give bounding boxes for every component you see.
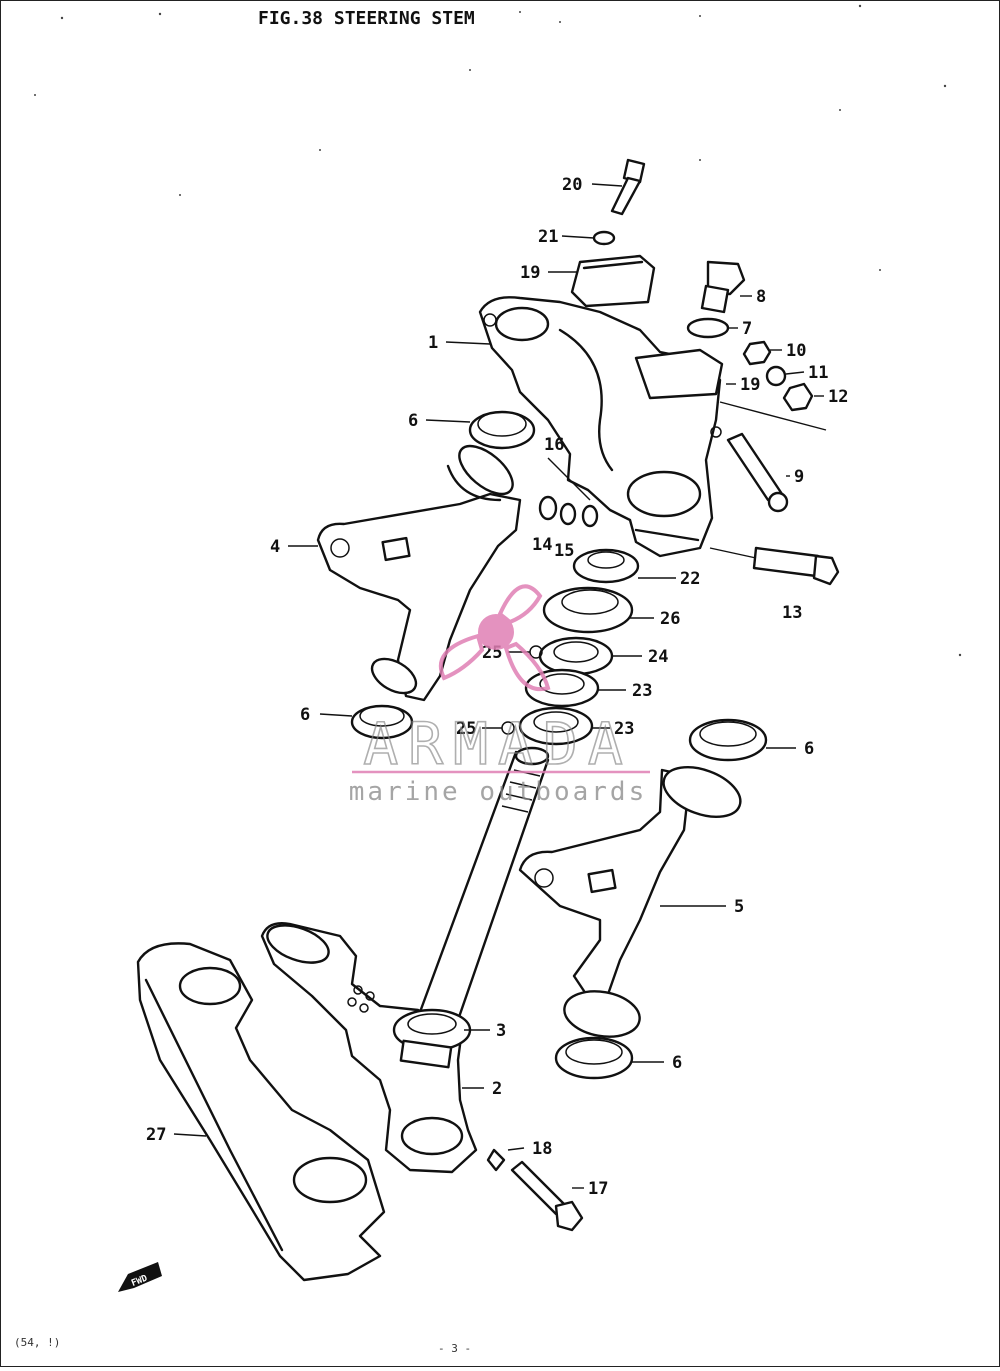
label-19-lower: 19 [740, 375, 760, 395]
label-13: 13 [782, 603, 802, 623]
page-code: (54, !) [14, 1336, 60, 1349]
label-10: 10 [786, 341, 806, 361]
parts-10-11-12-nuts [742, 340, 814, 412]
label-6-lower-right: 6 [672, 1053, 682, 1073]
watermark-brand: ARMADA [363, 710, 633, 778]
part-4-headlight-bracket-left [316, 444, 522, 702]
label-2: 2 [492, 1079, 502, 1099]
part-13-bolt [752, 546, 840, 586]
label-7: 7 [742, 319, 752, 339]
label-6-lower-left: 6 [300, 705, 310, 725]
label-6-upper-right: 6 [804, 739, 814, 759]
label-5: 5 [734, 897, 744, 917]
label-3: 3 [496, 1021, 506, 1041]
figure-title: FIG.38 STEERING STEM [258, 8, 475, 29]
part-9-bolt [726, 432, 789, 513]
part-24-race [538, 636, 614, 676]
part-6-rubber-lower-left [350, 704, 414, 740]
watermark-tagline: marine outboards [349, 777, 647, 807]
label-4: 4 [270, 537, 280, 557]
label-23-upper: 23 [632, 681, 652, 701]
part-18-clip [486, 1148, 506, 1172]
label-27: 27 [146, 1125, 166, 1145]
label-9: 9 [794, 467, 804, 487]
part-2-lower-bracket [260, 922, 478, 1174]
part-23-bearing-lower [518, 706, 594, 746]
propeller-icon [438, 584, 551, 692]
label-24: 24 [648, 647, 668, 667]
part-27-cover [136, 942, 386, 1282]
armada-logo-watermark: ARMADA marine outboards [349, 584, 650, 807]
label-18: 18 [532, 1139, 552, 1159]
parts-14-15-16-washers [538, 495, 599, 528]
label-22: 22 [680, 569, 700, 589]
part-17-bolt [510, 1160, 584, 1232]
part-22-nut [572, 548, 640, 584]
label-25-lower: 25 [456, 719, 476, 739]
part-7-washer [686, 317, 730, 339]
label-20: 20 [562, 175, 582, 195]
label-15: 15 [554, 541, 574, 561]
part-20-bolt [610, 158, 646, 216]
scan-noise [34, 4, 962, 657]
part-21-washer [592, 230, 616, 246]
label-16: 16 [544, 435, 564, 455]
part-6-rubber-upper-left [468, 410, 536, 450]
label-1: 1 [428, 333, 438, 353]
label-6-upper-left: 6 [408, 411, 418, 431]
part-labels: 20 21 19 1 6 8 7 10 11 12 19 9 16 14 15 … [146, 175, 848, 1199]
label-11: 11 [808, 363, 828, 383]
page-number: - 3 - [438, 1342, 471, 1355]
label-8: 8 [756, 287, 766, 307]
part-6-rubber-upper-right [688, 718, 768, 762]
label-23-lower: 23 [614, 719, 634, 739]
label-26: 26 [660, 609, 680, 629]
label-21: 21 [538, 227, 558, 247]
part-5-headlight-bracket-right [518, 766, 742, 1038]
label-17: 17 [588, 1179, 608, 1199]
fwd-arrow: FWD [118, 1262, 162, 1292]
part-6-rubber-lower-right [554, 1036, 634, 1080]
label-14: 14 [532, 535, 552, 555]
label-12: 12 [828, 387, 848, 407]
leader-lines [173, 183, 827, 1189]
part-8-bolt [700, 260, 746, 314]
part-1-upper-bracket [478, 296, 724, 558]
part-26-dust-seal [542, 586, 634, 634]
label-19-upper: 19 [520, 263, 540, 283]
part-19-upper-clamp [570, 254, 656, 308]
